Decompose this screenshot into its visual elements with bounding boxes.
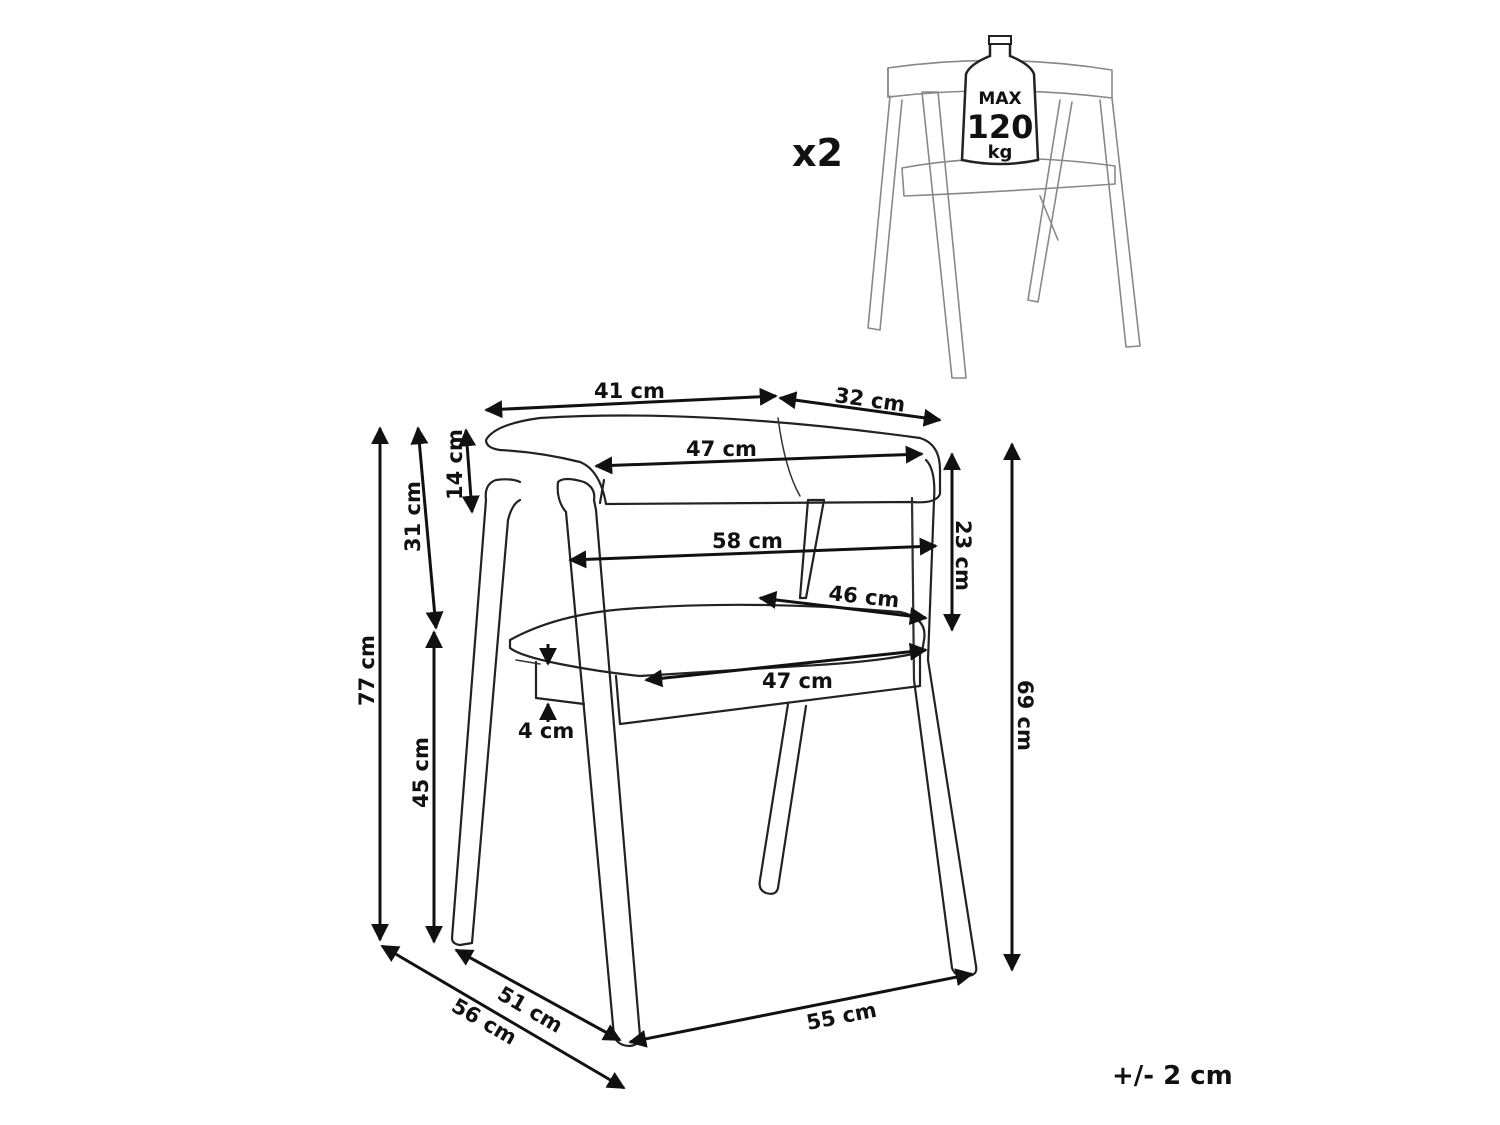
dimension-arrows — [371, 387, 1021, 1090]
label-width-base: 55 cm — [804, 998, 878, 1035]
label-total-height: 77 cm — [355, 635, 379, 706]
label-backrest-inner-width: 47 cm — [686, 437, 757, 461]
label-top-width: 41 cm — [594, 379, 665, 403]
label-backrest-span: 23 cm — [951, 520, 975, 591]
tolerance-note: +/- 2 cm — [1112, 1061, 1233, 1091]
label-top-depth: 32 cm — [833, 383, 907, 417]
label-seat-thickness: 4 cm — [518, 719, 574, 743]
max-load-line1: MAX — [978, 89, 1021, 109]
quantity-label: x2 — [792, 131, 843, 175]
label-arm-width: 58 cm — [712, 529, 783, 553]
label-seat-width: 47 cm — [762, 669, 833, 693]
label-arm-height: 69 cm — [1013, 680, 1037, 751]
max-load-line3: kg — [988, 142, 1013, 163]
label-seat-height: 45 cm — [409, 737, 433, 808]
label-backrest-height: 14 cm — [443, 429, 467, 500]
label-back-top-height: 31 cm — [401, 481, 425, 552]
max-load-line2: 120 — [967, 108, 1034, 146]
max-load-weight-icon: MAX 120 kg — [960, 35, 1040, 166]
